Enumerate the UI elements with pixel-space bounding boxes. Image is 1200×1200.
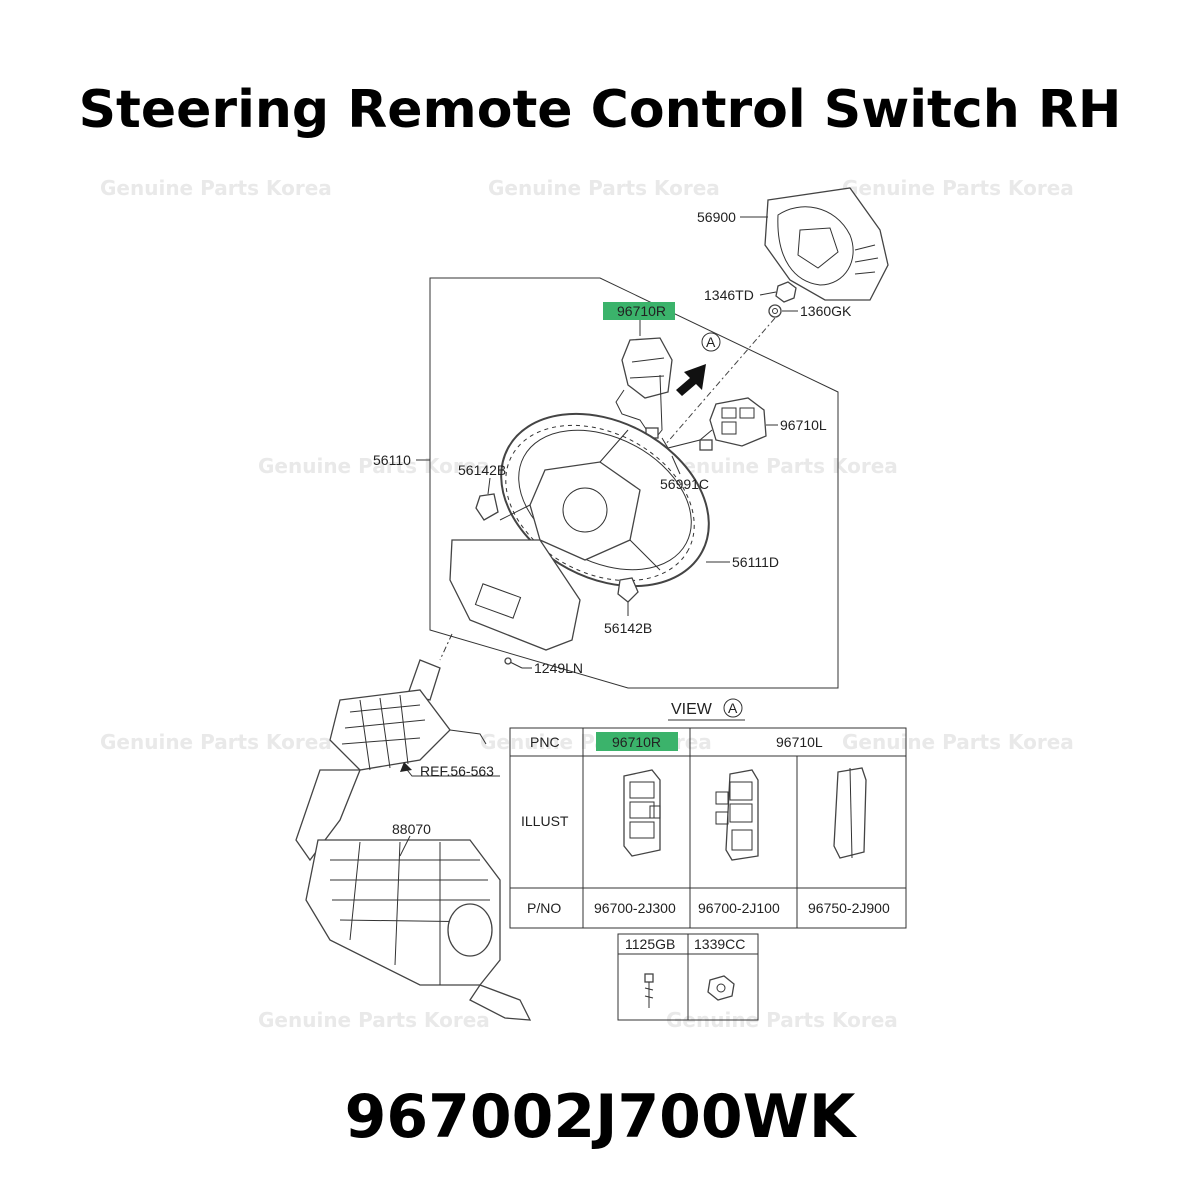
illust-blank-cover — [833, 767, 867, 859]
table-pno-2: 96700-2J100 — [698, 900, 780, 916]
view-table — [509, 727, 907, 929]
watermark: Genuine Parts Korea — [488, 176, 720, 200]
callout-56142B-top: 56142B — [458, 462, 506, 478]
cowl-cross-bar — [305, 839, 532, 1021]
view-arrow-a: A — [676, 332, 721, 396]
steering-column — [295, 633, 487, 862]
flange-nut-icon — [707, 975, 735, 1001]
page-title: Steering Remote Control Switch RH — [78, 80, 1122, 140]
watermark: Genuine Parts Korea — [258, 454, 490, 478]
callout-1346TD: 1346TD — [704, 287, 754, 303]
airbag-module — [764, 187, 889, 301]
marker-a: A — [706, 334, 716, 350]
watermark: Genuine Parts Korea — [258, 1008, 490, 1032]
callout-56991C: 56991C — [660, 476, 709, 492]
row-header-illust: ILLUST — [521, 813, 569, 829]
watermark: Genuine Parts Korea — [842, 730, 1074, 754]
switch-lh — [661, 397, 767, 451]
steering-wheel — [499, 412, 710, 588]
table-pno-3: 96750-2J900 — [808, 900, 890, 916]
illust-rh-switch — [623, 769, 661, 857]
leader-line — [487, 477, 491, 495]
callout-56111D: 56111D — [732, 554, 779, 570]
table-pnc-96710L: 96710L — [776, 734, 823, 750]
damper-top — [475, 493, 499, 521]
illust-lh-switch — [715, 769, 759, 861]
table-pnc-96710R: 96710R — [612, 734, 661, 750]
view-caption: VIEW — [671, 701, 713, 718]
leader-line — [671, 455, 681, 475]
highlight-pnc-96710R — [596, 732, 678, 751]
nut-1346TD — [775, 281, 797, 303]
leader-line — [759, 291, 777, 296]
callout-ref-56-563: REF.56-563 — [420, 763, 494, 779]
bolt-icon — [644, 973, 654, 1008]
watermark: Genuine Parts Korea — [666, 454, 898, 478]
arrow-head — [400, 762, 412, 772]
view-marker-circle — [723, 698, 743, 718]
table-pno-1: 96700-2J300 — [594, 900, 676, 916]
view-marker: A — [728, 700, 738, 716]
watermark: Genuine Parts Korea — [100, 176, 332, 200]
row-header-pno: P/NO — [527, 900, 561, 916]
fastener-1125GB: 1125GB — [625, 936, 675, 952]
watermark: Genuine Parts Korea — [842, 176, 1074, 200]
callout-56142B-bottom: 56142B — [604, 620, 652, 636]
axis-line — [599, 317, 776, 521]
part-number: 967002J700WK — [344, 1082, 856, 1152]
callout-1249LN: 1249LN — [534, 660, 583, 676]
nut-1360GK — [768, 304, 782, 318]
row-header-pnc: PNC — [530, 734, 560, 750]
highlight-96710R — [603, 302, 675, 320]
callout-96710R: 96710R — [617, 303, 666, 319]
watermark: Genuine Parts Korea — [100, 730, 332, 754]
callout-1360GK: 1360GK — [800, 303, 852, 319]
assembly-outline — [429, 277, 839, 689]
fastener-table — [617, 933, 759, 1021]
lower-cover — [449, 539, 581, 651]
callout-56900: 56900 — [697, 209, 736, 225]
callout-88070: 88070 — [392, 821, 431, 837]
damper-bottom — [617, 577, 639, 603]
switch-rh — [615, 337, 673, 441]
callout-96710L: 96710L — [780, 417, 827, 433]
screw-1249LN — [504, 657, 523, 669]
fastener-1339CC: 1339CC — [694, 936, 745, 952]
leader-line — [399, 835, 411, 857]
callout-56110: 56110 — [373, 452, 411, 468]
